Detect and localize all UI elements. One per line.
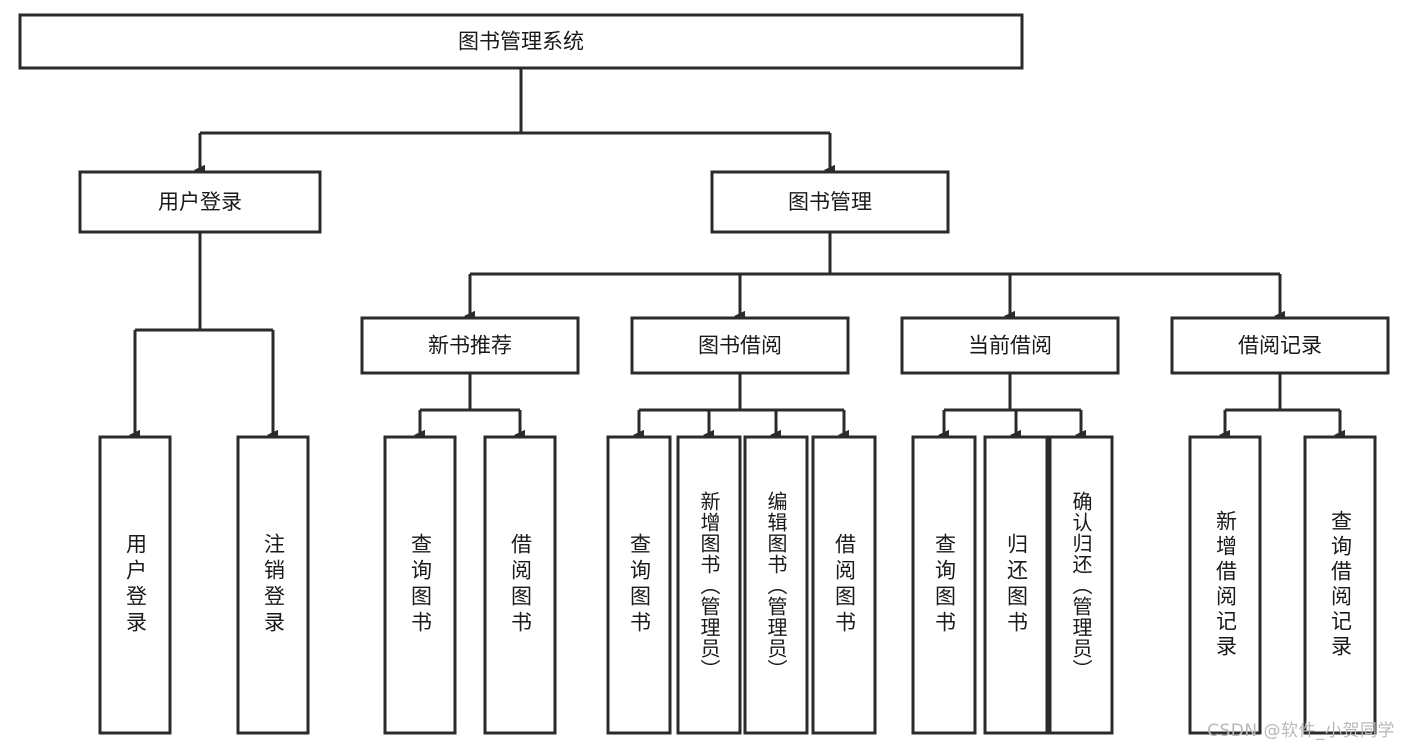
level2-node-box[interactable]: [78, 170, 322, 234]
leaf-node-box[interactable]: [483, 435, 557, 735]
leaf-node-box[interactable]: [811, 435, 877, 735]
leaf-node-box[interactable]: [1188, 435, 1262, 735]
level3-node-box[interactable]: [1170, 316, 1390, 375]
leaf-node-box[interactable]: [236, 435, 310, 735]
root-node-label: 图书管理系统: [458, 30, 584, 54]
leaf-node-box[interactable]: [383, 435, 457, 735]
level2-node-box[interactable]: [710, 170, 950, 234]
leaf-node-box[interactable]: [1048, 435, 1114, 735]
level3-node-label: 借阅记录: [1238, 334, 1322, 358]
leaf-node-box[interactable]: [1303, 435, 1377, 735]
leaf-node-box[interactable]: [983, 435, 1049, 735]
level3-node-label: 当前借阅: [968, 334, 1052, 358]
connector-layer: [129, 68, 1345, 441]
root-node-box[interactable]: [18, 13, 1024, 70]
leaf-node-box[interactable]: [606, 435, 672, 735]
level3-node-box[interactable]: [360, 316, 580, 375]
leaf-node-box[interactable]: [911, 435, 977, 735]
level3-node-label: 图书借阅: [698, 334, 782, 358]
leaf-node-box[interactable]: [676, 435, 742, 735]
level3-node-box[interactable]: [900, 316, 1120, 375]
level3-node-box[interactable]: [630, 316, 850, 375]
leaf-node-box[interactable]: [98, 435, 172, 735]
leaf-node-box[interactable]: [743, 435, 809, 735]
watermark-text: CSDN @软件_小贺同学: [1207, 721, 1395, 741]
node-box-layer: [18, 13, 1390, 735]
level3-node-label: 新书推荐: [428, 334, 512, 358]
level2-node-label: 用户登录: [158, 190, 242, 214]
level2-node-label: 图书管理: [788, 190, 872, 214]
